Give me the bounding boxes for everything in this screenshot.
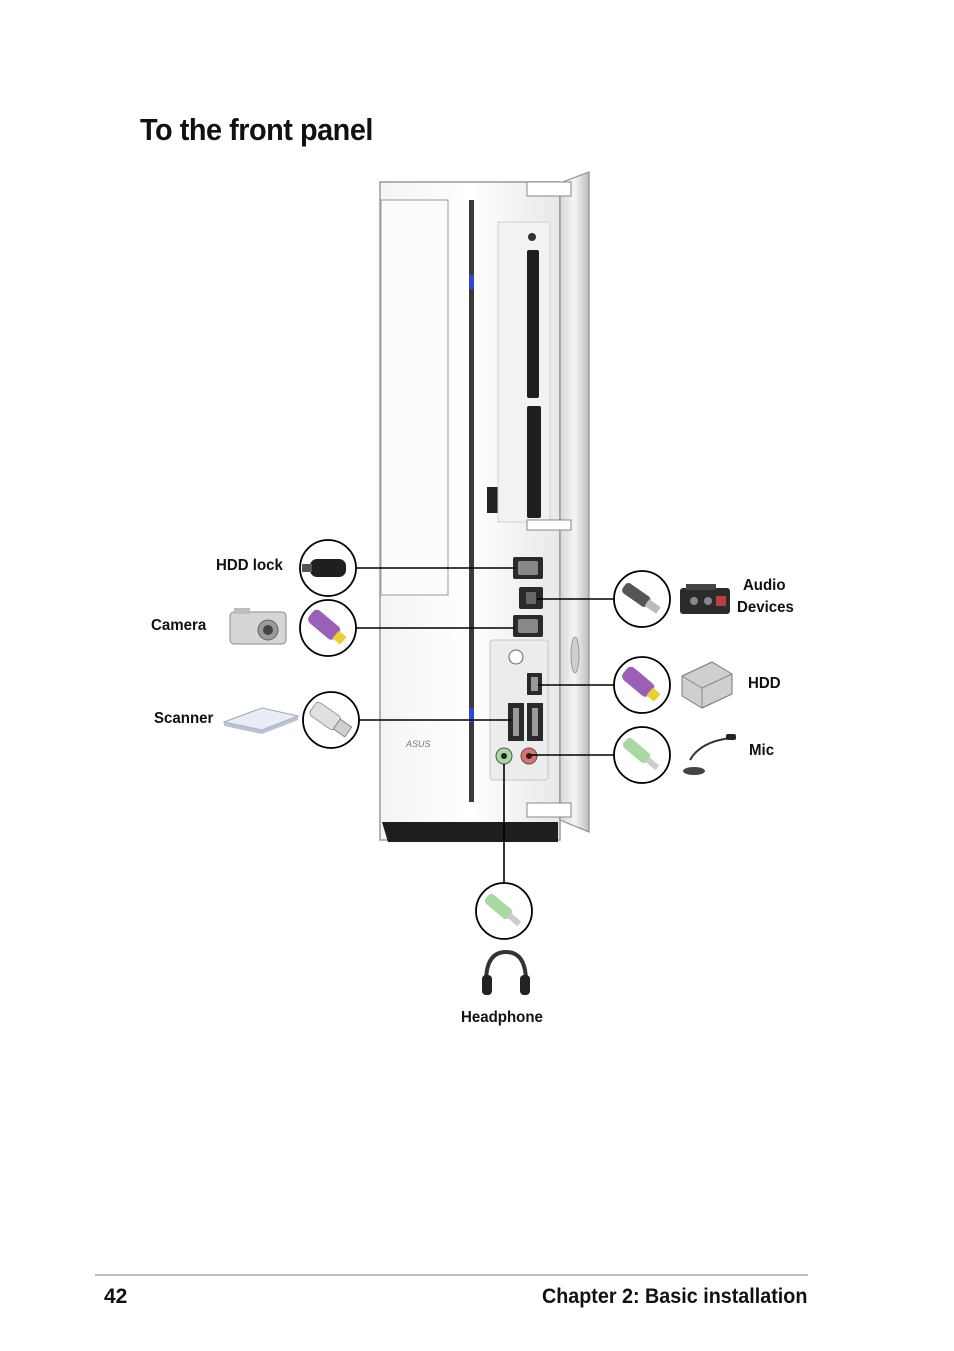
hdd-lock-plug-icon — [302, 559, 346, 577]
mic-audio-plug-icon — [622, 737, 660, 771]
cf-card-slot — [527, 250, 539, 398]
hdd-firewire-plug-icon — [622, 666, 661, 702]
drive-bay-cover — [380, 199, 449, 596]
chapter-title: Chapter 2: Basic installation — [541, 1285, 807, 1308]
headphone-icon — [482, 949, 530, 995]
page-title: To the front panel — [140, 112, 373, 147]
microphone-icon — [683, 734, 736, 775]
camera-firewire-plug-icon — [308, 609, 347, 645]
sd-card-slot — [527, 406, 541, 518]
camera-icon — [229, 608, 287, 645]
headphone-label: Headphone — [461, 1009, 543, 1026]
case-base — [382, 822, 558, 842]
audio-device-icon — [680, 584, 730, 614]
footer-divider — [95, 1274, 808, 1276]
io-port-panel — [489, 557, 549, 781]
page-number: 42 — [104, 1285, 128, 1308]
asus-logo: ASUS — [405, 739, 431, 749]
audio-devices-label-line1: Audio — [742, 577, 786, 594]
power-led — [469, 275, 474, 289]
mic-label: Mic — [749, 742, 775, 759]
audio-devices-label: Audio Devices — [737, 575, 794, 619]
headphone-audio-plug-icon — [484, 893, 522, 927]
scanner-usb-plug-icon — [309, 701, 353, 738]
audio-devices-label-line2: Devices — [737, 599, 794, 616]
hdd-label: HDD — [748, 675, 781, 692]
camera-label: Camera — [151, 617, 207, 634]
front-door — [526, 171, 590, 833]
hdd-lock-label: HDD lock — [216, 557, 283, 574]
ir-sensor — [508, 649, 524, 665]
card-reader-panel — [497, 221, 551, 523]
hdd-icon — [681, 661, 733, 709]
activity-led — [469, 708, 474, 722]
connector-lines — [356, 567, 614, 883]
scanner-label: Scanner — [154, 710, 214, 727]
scanner-icon — [222, 707, 300, 734]
audio-optical-plug-icon — [622, 583, 661, 614]
light-strip — [469, 200, 474, 802]
